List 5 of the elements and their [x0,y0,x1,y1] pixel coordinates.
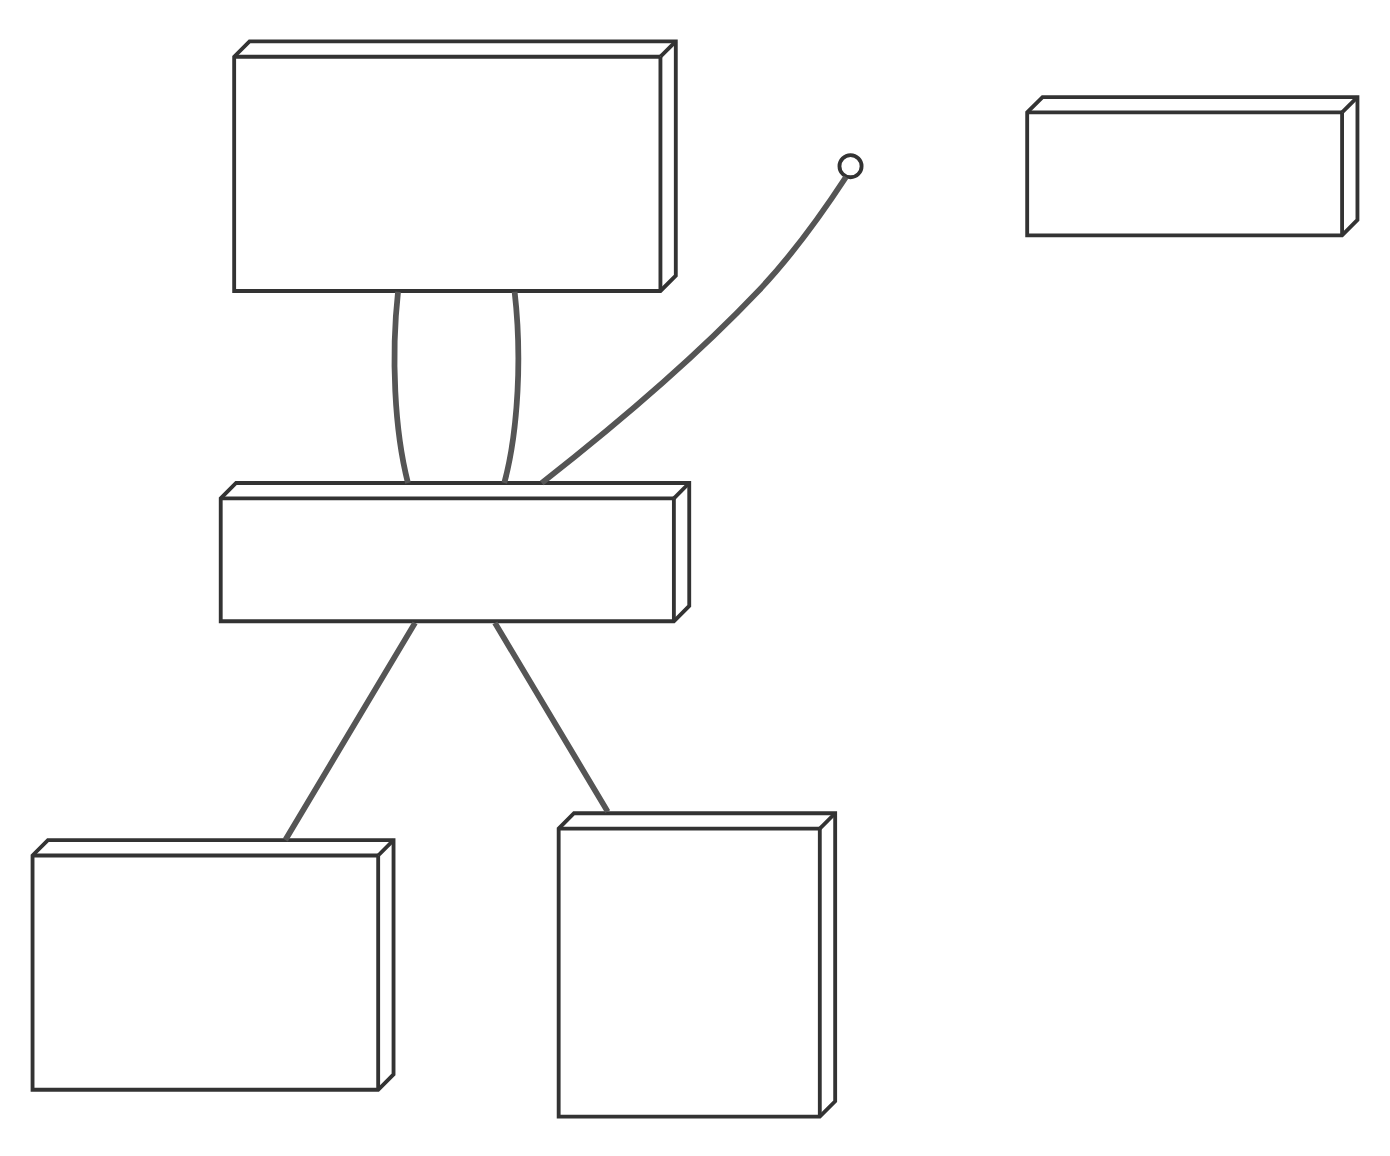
connector [282,620,418,841]
connector [539,174,849,485]
connector [492,620,611,813]
connector [391,290,411,483]
connector [501,290,522,483]
